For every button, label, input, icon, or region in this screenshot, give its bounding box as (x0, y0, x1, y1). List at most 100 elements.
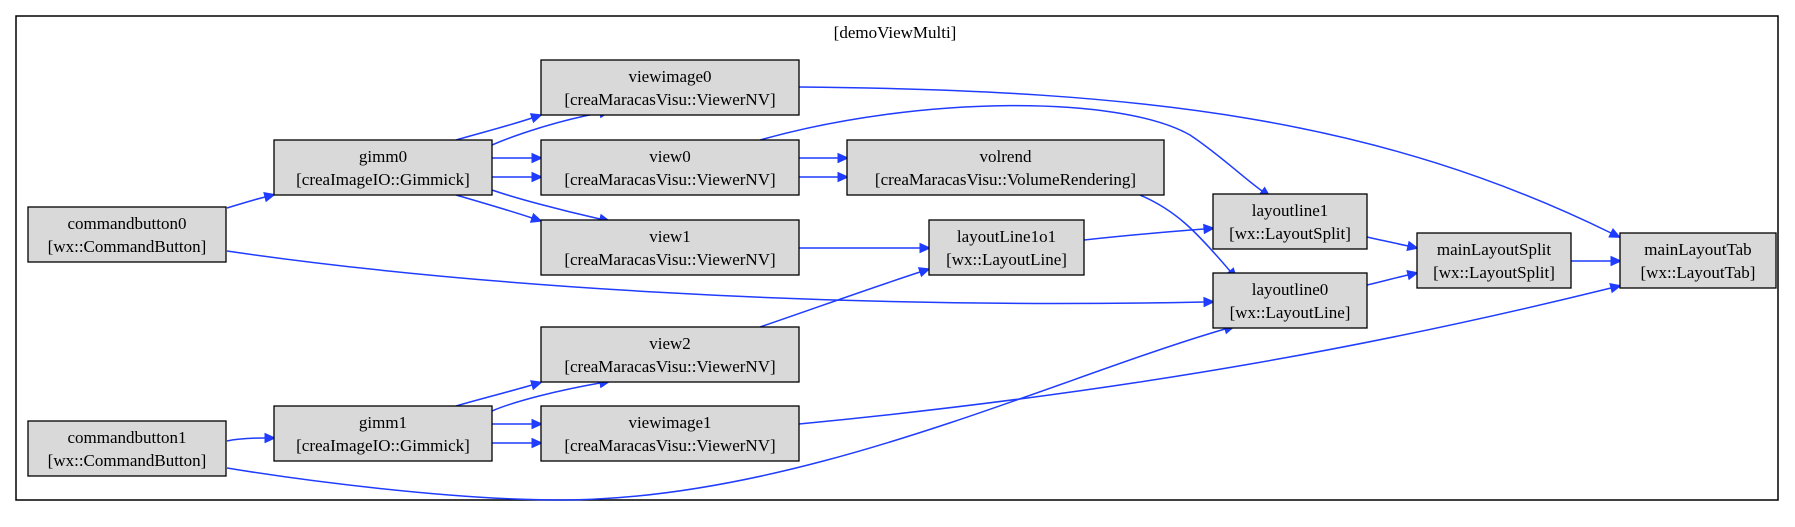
arrowhead (919, 242, 932, 254)
node-box (846, 139, 1165, 196)
node-mainLayoutTab: mainLayoutTab[wx::LayoutTab] (1619, 232, 1777, 289)
arrowhead (529, 212, 543, 223)
edge-line (226, 196, 266, 209)
node-commandbutton1: commandbutton1[wx::CommandButton] (27, 420, 227, 477)
edge-gimm1-to-viewimage1 (492, 418, 544, 430)
node-name: mainLayoutTab (1644, 240, 1751, 259)
edge-view1-to-layoutLine1o1 (799, 242, 932, 254)
node-mainLayoutSplit: mainLayoutSplit[wx::LayoutSplit] (1416, 232, 1572, 289)
node-type: [creaImageIO::Gimmick] (296, 436, 470, 455)
arrowhead (1406, 269, 1419, 281)
node-box (1212, 272, 1368, 329)
arrowhead (1203, 223, 1216, 235)
edge-commandbutton0-to-gimm0 (226, 192, 276, 209)
node-name: viewimage1 (628, 413, 711, 432)
arrowhead (1203, 296, 1216, 308)
node-box (928, 219, 1085, 276)
node-type: [creaMaracasVisu::ViewerNV] (564, 357, 775, 376)
edge-line (491, 189, 601, 220)
node-layoutline0: layoutline0[wx::LayoutLine] (1212, 272, 1368, 329)
node-type: [wx::CommandButton] (48, 451, 207, 470)
node-type: [wx::CommandButton] (48, 237, 207, 256)
edge-line (226, 250, 1205, 305)
node-viewimage0: viewimage0[creaMaracasVisu::ViewerNV] (540, 59, 800, 116)
edge-line (1366, 274, 1409, 286)
edge-commandbutton1-to-gimm1 (226, 432, 277, 444)
edge-line (759, 104, 1263, 192)
node-type: [creaMaracasVisu::ViewerNV] (564, 170, 775, 189)
nodes-layer: commandbutton0[wx::CommandButton]command… (27, 59, 1777, 477)
node-type: [creaImageIO::Gimmick] (296, 170, 470, 189)
arrowhead (1406, 240, 1419, 252)
node-type: [wx::LayoutLine] (946, 250, 1067, 269)
node-box (273, 405, 493, 462)
edge-viewimage0-to-mainLayoutTab (798, 86, 1622, 238)
node-box (540, 139, 800, 196)
node-name: layoutline0 (1252, 280, 1328, 299)
node-box (540, 59, 800, 116)
edge-line (491, 382, 601, 412)
node-volrend: volrend[creaMaracasVisu::VolumeRendering… (846, 139, 1165, 196)
node-view0: view0[creaMaracasVisu::ViewerNV] (540, 139, 800, 196)
edge-gimm1-to-view2 (455, 380, 543, 407)
node-box (1212, 193, 1368, 250)
arrowhead (530, 380, 543, 391)
node-type: [wx::LayoutSplit] (1229, 224, 1351, 243)
arrowhead (531, 418, 544, 430)
cluster-title: [demoViewMulti] (834, 23, 957, 42)
node-type: [creaMaracasVisu::ViewerNV] (564, 90, 775, 109)
node-type: [wx::LayoutLine] (1230, 303, 1351, 322)
node-layoutLine1o1: layoutLine1o1[wx::LayoutLine] (928, 219, 1085, 276)
arrowhead (917, 267, 931, 278)
node-box (540, 405, 800, 462)
edge-layoutLine1o1-to-layoutline1 (1083, 223, 1216, 241)
node-name: layoutLine1o1 (957, 227, 1056, 246)
edge-view0-to-volrend (798, 171, 850, 183)
edge-line (455, 384, 533, 407)
edge-viewimage1-to-mainLayoutTab (798, 282, 1622, 425)
node-name: mainLayoutSplit (1437, 240, 1552, 259)
node-box (540, 219, 800, 276)
arrowhead (837, 152, 850, 164)
arrowhead (531, 171, 544, 183)
arrowhead (264, 432, 277, 444)
arrowhead (263, 192, 276, 203)
edge-line (455, 194, 533, 219)
node-name: view0 (649, 147, 691, 166)
node-box (1416, 232, 1572, 289)
edge-layoutline0-to-mainLayoutSplit (1366, 269, 1419, 286)
node-box (273, 139, 493, 196)
node-view1: view1[creaMaracasVisu::ViewerNV] (540, 219, 800, 276)
arrowhead (1609, 282, 1622, 294)
node-type: [wx::LayoutTab] (1641, 263, 1756, 282)
node-type: [wx::LayoutSplit] (1433, 263, 1555, 282)
node-name: volrend (980, 147, 1032, 166)
edge-layoutline1-to-mainLayoutSplit (1366, 236, 1419, 252)
node-box (540, 326, 800, 383)
node-gimm0: gimm0[creaImageIO::Gimmick] (273, 139, 493, 196)
node-box (1619, 232, 1777, 289)
edge-line (798, 287, 1612, 425)
edge-gimm0-to-view0 (491, 171, 544, 183)
node-layoutline1: layoutline1[wx::LayoutSplit] (1212, 193, 1368, 250)
node-view2: view2[creaMaracasVisu::ViewerNV] (540, 326, 800, 383)
node-box (27, 420, 227, 477)
edge-line (1139, 194, 1231, 272)
edge-view2-to-layoutLine1o1 (759, 267, 931, 328)
arrowhead (531, 437, 544, 449)
arrowhead (1610, 255, 1623, 267)
edge-commandbutton0-to-layoutline0 (226, 250, 1216, 308)
edge-gimm0-to-viewimage0 (455, 113, 543, 141)
node-name: commandbutton0 (68, 214, 187, 233)
edge-line (798, 86, 1612, 234)
edge-line (1366, 236, 1409, 247)
node-type: [creaMaracasVisu::ViewerNV] (564, 250, 775, 269)
arrowhead (837, 171, 850, 183)
node-commandbutton0: commandbutton0[wx::CommandButton] (27, 206, 227, 263)
node-type: [creaMaracasVisu::VolumeRendering] (875, 170, 1136, 189)
node-name: commandbutton1 (68, 428, 187, 447)
edge-line (226, 437, 266, 442)
node-name: viewimage0 (628, 67, 711, 86)
node-name: view2 (649, 334, 691, 353)
node-name: view1 (649, 227, 691, 246)
